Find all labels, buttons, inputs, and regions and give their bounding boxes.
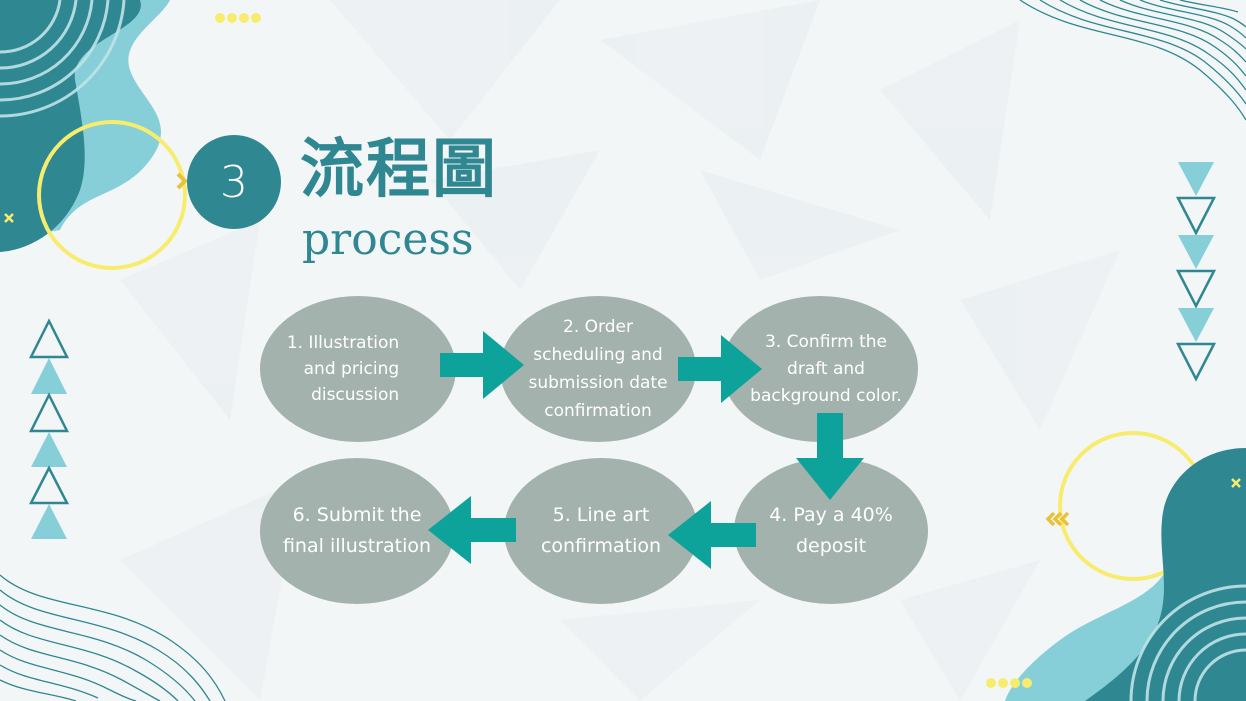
flow-step-4: 4. Pay a 40% deposit: [734, 458, 928, 604]
flow-step-6-text: 6. Submit the final illustration: [282, 504, 432, 557]
arrow-2-to-3-icon: [678, 335, 762, 403]
flow-step-5-text: 5. Line art confirmation: [540, 504, 662, 557]
arcs-top-left: [0, 0, 126, 118]
waves-bottom-left: [0, 574, 226, 701]
flow-step-2: 2. Order scheduling and submission date …: [500, 296, 696, 442]
arcs-bottom-right: [1129, 584, 1246, 701]
flow-step-6: 6. Submit the final illustration: [260, 458, 454, 604]
step-number-badge: 3: [187, 135, 281, 229]
step-number: 3: [220, 156, 248, 208]
arrow-1-to-2-icon: [440, 331, 524, 399]
flow-step-4-text: 4. Pay a 40% deposit: [769, 504, 893, 557]
arrow-3-to-4-icon: [796, 413, 864, 500]
dots-top-left: [215, 13, 261, 23]
blob-top-left-dark: [0, 0, 141, 252]
flow-step-2-text: 2. Order scheduling and submission date …: [528, 317, 668, 421]
blob-bottom-right-dark: [1085, 448, 1246, 701]
arrow-5-to-6-icon: [428, 496, 516, 564]
ring-top-left: [37, 120, 187, 270]
page-subtitle: process: [302, 214, 474, 265]
flow-step-1-text: 1. Illustration and pricing discussion: [286, 333, 400, 405]
flow-step-5: 5. Line art confirmation: [504, 458, 698, 604]
flow-step-1: 1. Illustration and pricing discussion: [260, 296, 456, 442]
triangles-right: [1175, 162, 1217, 382]
lowpoly-pattern: [120, 0, 1120, 701]
dots-bottom-right: [986, 678, 1032, 688]
arrow-4-to-5-icon: [668, 501, 756, 569]
triangles-left: [28, 318, 70, 539]
flow-step-3-text: 3. Confirm the draft and background colo…: [750, 331, 902, 406]
chevrons-bottom-right: [1045, 511, 1070, 527]
cross-bottom-right: [1231, 478, 1241, 488]
waves-top-right: [1019, 0, 1246, 121]
page-title: 流程圖: [300, 133, 498, 207]
cross-top-left: [4, 213, 14, 223]
chevron-top-left: [176, 172, 188, 190]
